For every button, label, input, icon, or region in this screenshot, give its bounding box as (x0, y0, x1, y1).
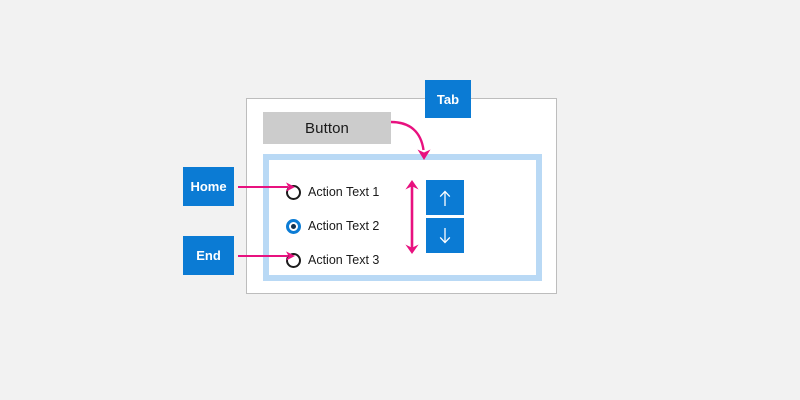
double-headed-vertical-arrow-icon (405, 180, 419, 254)
arrow-right-icon (238, 182, 295, 192)
arrow-down-icon (439, 227, 451, 244)
radio-group-panel: Action Text 1 Action Text 2 Action Text … (263, 154, 542, 281)
button-control[interactable]: Button (263, 112, 391, 144)
arrow-up-icon (439, 189, 451, 206)
callout-chip-end[interactable]: End (183, 236, 234, 275)
app-window: Button Action Text 1 Action Text 2 Actio… (246, 98, 557, 294)
spinner-down-button[interactable] (426, 218, 464, 253)
radio-option-2[interactable]: Action Text 2 (286, 209, 436, 243)
radio-option-3-label: Action Text 3 (308, 253, 380, 267)
curved-arrow-down-icon (390, 120, 431, 160)
button-label: Button (305, 119, 349, 137)
radio-option-2-label: Action Text 2 (308, 219, 380, 233)
spinner-buttons[interactable] (426, 180, 464, 253)
callout-chip-end-label: End (196, 248, 221, 263)
spinner-up-button[interactable] (426, 180, 464, 215)
radio-option-1-label: Action Text 1 (308, 185, 380, 199)
callout-chip-tab-label: Tab (436, 91, 460, 107)
callout-chip-tab[interactable]: Tab (425, 80, 471, 118)
radio-option-3[interactable]: Action Text 3 (286, 243, 436, 277)
callout-chip-home-label: Home (190, 179, 227, 194)
arrow-right-icon (238, 251, 295, 261)
radio-checked-icon[interactable] (286, 218, 301, 234)
callout-chip-home[interactable]: Home (183, 167, 234, 206)
